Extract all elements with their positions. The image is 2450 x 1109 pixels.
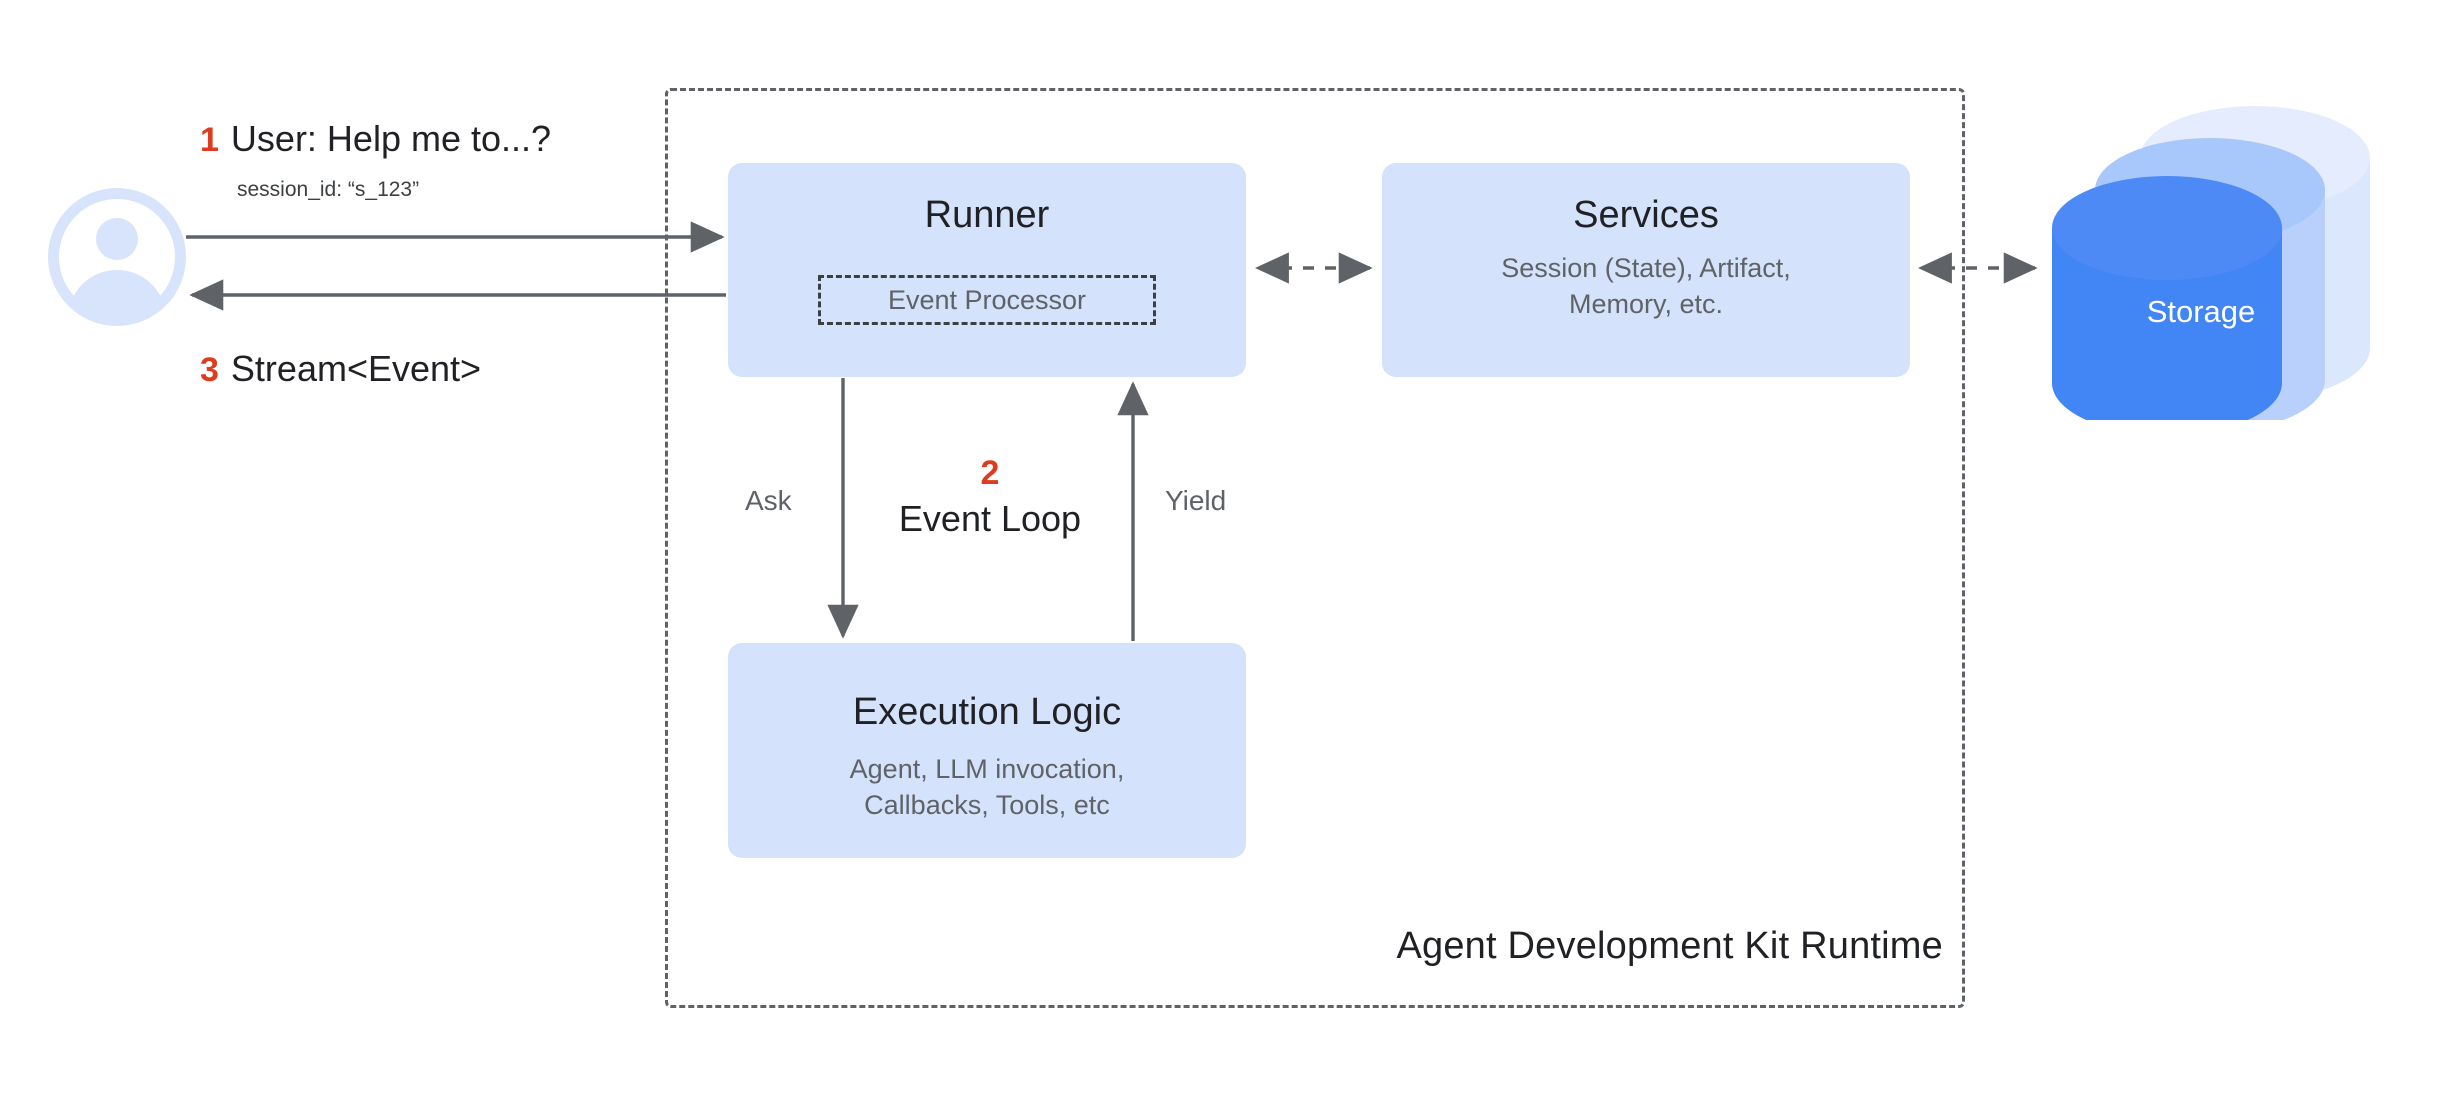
event-loop-label: Event Loop xyxy=(898,498,1082,540)
step-number-1: 1 xyxy=(200,121,219,159)
execution-logic-box[interactable]: Execution Logic Agent, LLM invocation,Ca… xyxy=(728,643,1246,858)
services-title: Services xyxy=(1573,194,1719,236)
step-number-2: 2 xyxy=(980,454,1000,492)
stream-event-text: Stream<Event> xyxy=(230,348,482,389)
services-box[interactable]: Services Session (State), Artifact,Memor… xyxy=(1382,163,1910,377)
storage-icon xyxy=(2052,106,2370,435)
event-processor-box[interactable]: Event Processor xyxy=(818,275,1156,325)
user-request-caption: 1 User: Help me to...? xyxy=(200,118,551,160)
session-id-label: session_id: “s_123” xyxy=(237,178,420,201)
storage-cylinder-front xyxy=(2052,176,2282,435)
user-avatar xyxy=(48,188,186,326)
user-request-text: User: Help me to...? xyxy=(230,118,552,159)
execution-logic-title: Execution Logic xyxy=(852,691,1122,733)
runtime-title: Agent Development Kit Runtime xyxy=(1396,925,1943,967)
services-subtitle: Session (State), Artifact,Memory, etc. xyxy=(1501,252,1791,320)
runner-box[interactable]: Runner Event Processor xyxy=(728,163,1246,377)
stream-event-caption: 3 Stream<Event> xyxy=(200,348,481,390)
adk-runtime-boundary xyxy=(665,88,1965,1008)
step-number-3: 3 xyxy=(200,351,219,389)
event-loop-caption: 2 Event Loop xyxy=(830,454,1150,541)
ask-edge-label: Ask xyxy=(745,485,792,516)
execution-logic-subtitle: Agent, LLM invocation,Callbacks, Tools, … xyxy=(849,753,1125,821)
event-processor-label: Event Processor xyxy=(887,284,1087,315)
runner-title: Runner xyxy=(924,194,1050,236)
yield-edge-label: Yield xyxy=(1165,485,1227,516)
storage-cylinder-stack[interactable]: Storage xyxy=(2020,100,2420,435)
